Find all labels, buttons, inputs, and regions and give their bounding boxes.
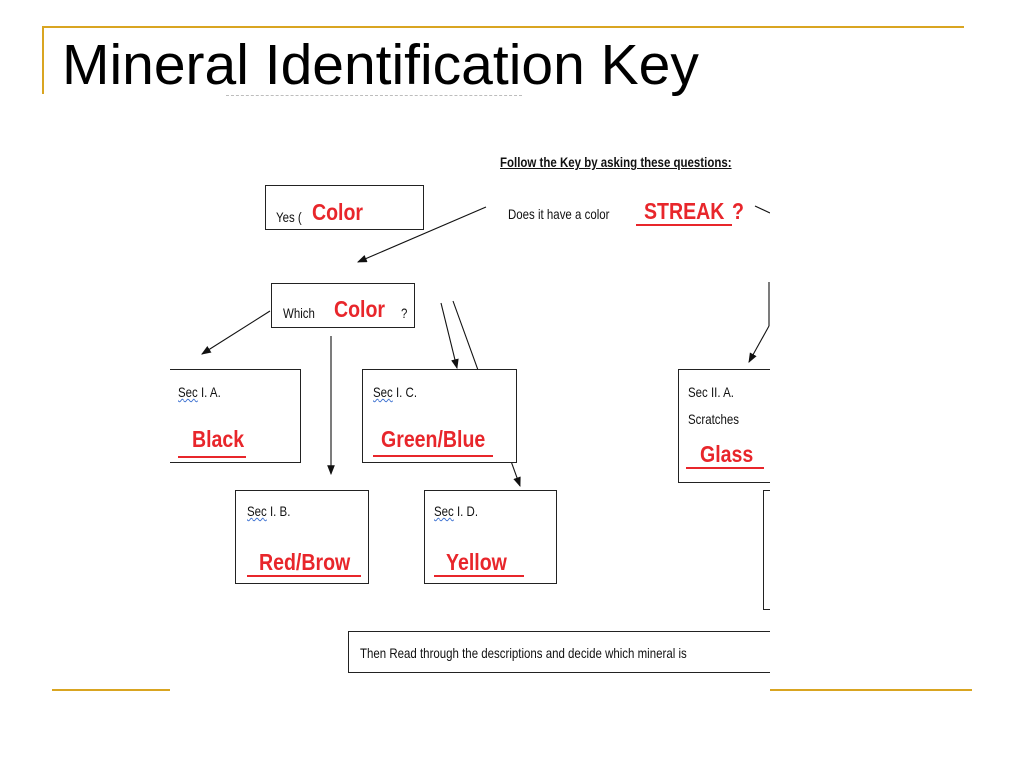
- sec-1d-box: [424, 490, 557, 584]
- streak-answer: STREAK: [644, 198, 725, 224]
- accent-line-bottom-left: [52, 689, 170, 691]
- sec-1d-label: Sec I. D.: [434, 503, 479, 519]
- sec-1c-box: [362, 369, 517, 463]
- which-color-box: [271, 283, 415, 328]
- sec-1c-answer: Green/Blue: [381, 426, 486, 452]
- arrow-question-to-yes: [356, 206, 487, 263]
- instruction-box: [348, 631, 770, 673]
- question-blank-underline: [636, 224, 732, 226]
- sec-1a-label: Sec I. A.: [178, 384, 221, 400]
- sec-1b-answer: Red/Brow: [259, 549, 351, 575]
- question-text: Does it have a color: [508, 206, 610, 222]
- partial-box-right: [763, 490, 770, 610]
- sec-2a-underline: [686, 467, 764, 469]
- sec-1a-underline: [178, 456, 246, 458]
- which-label: Which: [283, 305, 315, 321]
- sec-2a-label: Sec II. A.: [688, 384, 734, 400]
- sec-1b-underline: [247, 575, 361, 577]
- title-dotted-rule: [226, 95, 522, 96]
- sec-2a-box: [678, 369, 770, 483]
- accent-line-vertical: [42, 26, 44, 94]
- sec-2a-scratches: Scratches: [688, 411, 740, 427]
- sec-1c-underline: [373, 455, 493, 457]
- sec-1b-box: [235, 490, 369, 584]
- sec-2a-answer: Glass: [700, 441, 754, 467]
- sec-1a-box: [170, 369, 301, 463]
- which-question-mark: ?: [401, 305, 408, 321]
- yes-answer: Color: [312, 199, 364, 225]
- key-heading: Follow the Key by asking these questions…: [500, 154, 732, 170]
- yes-label: Yes (: [276, 209, 302, 225]
- arrow-which-to-sec-a: [201, 310, 271, 355]
- instruction-text: Then Read through the descriptions and d…: [360, 645, 687, 661]
- sec-1d-answer: Yellow: [446, 549, 507, 575]
- accent-line-bottom-right: [770, 689, 972, 691]
- sec-1d-underline: [434, 575, 524, 577]
- accent-line-top: [42, 26, 964, 28]
- yes-box: [265, 185, 424, 230]
- which-answer: Color: [334, 296, 386, 322]
- arrow-which-to-sec-c: [440, 302, 459, 370]
- key-diagram: Follow the Key by asking these questions…: [170, 140, 770, 692]
- slide-title: Mineral Identification Key: [62, 33, 699, 97]
- question-mark: ?: [732, 198, 744, 224]
- arrow-to-sec2-a: [748, 325, 770, 363]
- sec-1b-label: Sec I. B.: [247, 503, 291, 519]
- sec-1c-label: Sec I. C.: [373, 384, 418, 400]
- sec-1a-answer: Black: [192, 426, 245, 452]
- arrow-question-right: [754, 205, 770, 214]
